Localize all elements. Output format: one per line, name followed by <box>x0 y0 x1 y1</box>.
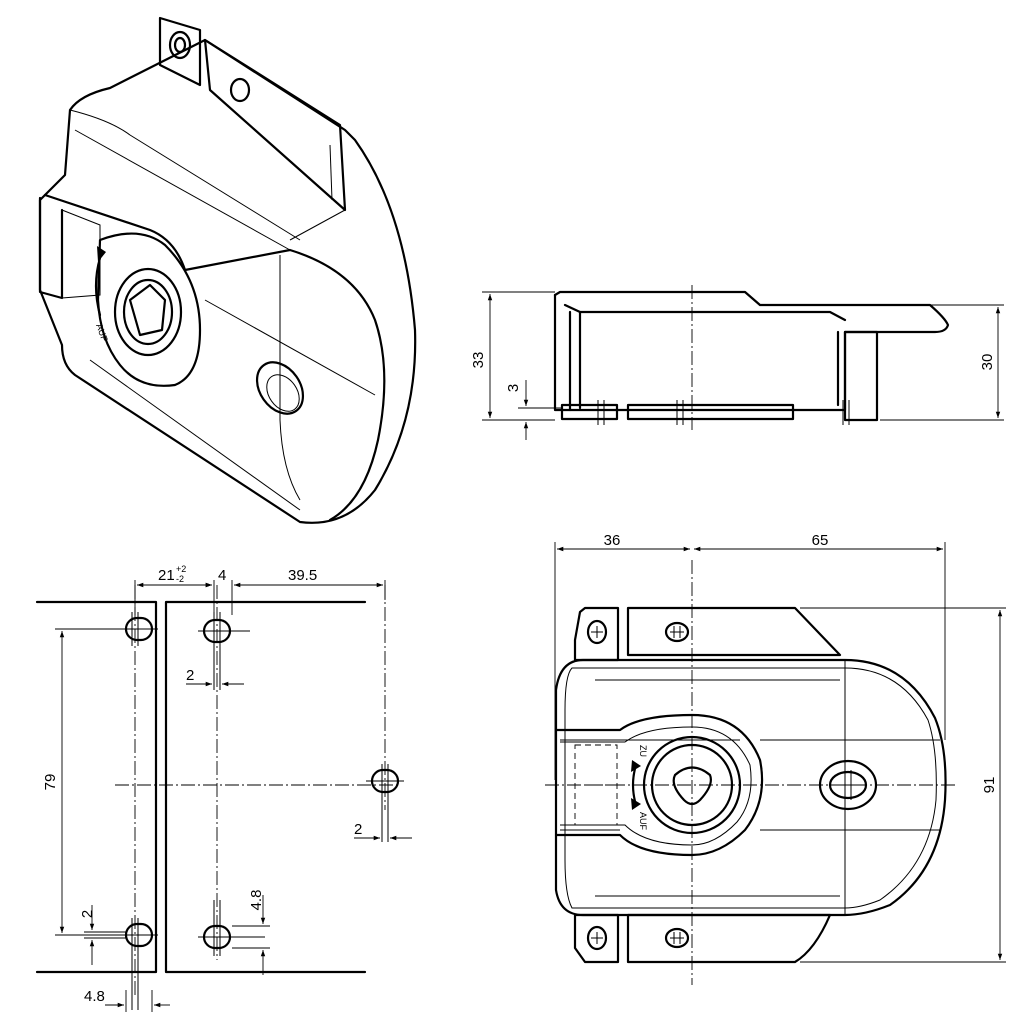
dial-label-down: ZU <box>638 745 648 757</box>
side-view: 33 3 30 <box>470 285 1004 440</box>
slot-bottom-left <box>120 918 158 1010</box>
iso-dial-label: AUF <box>94 322 110 343</box>
dim-front-height: 91 <box>981 777 998 794</box>
dim-slot-len-c: 2 <box>79 910 96 918</box>
isometric-view: AUF <box>38 16 417 524</box>
dim-front-right: 65 <box>812 532 829 549</box>
dim-hole-pitch-tol-upper: +2 <box>176 564 186 574</box>
dim-side-height: 33 <box>470 352 487 369</box>
dim-bottom-width: 4.8 <box>84 988 105 1005</box>
slot-right <box>366 764 404 842</box>
dim-side-foot: 3 <box>505 384 522 392</box>
dim-front-left: 36 <box>604 532 621 549</box>
dim-slot-len-b: 2 <box>354 821 362 838</box>
dim-slot-width: 4 <box>218 567 226 584</box>
dim-hole-pitch-tol-lower: -2 <box>176 574 184 584</box>
dim-hole-height: 4.8 <box>248 890 265 911</box>
dim-side-right: 30 <box>979 354 996 371</box>
dial-label-up: AUF <box>638 812 648 831</box>
slot-top-mid <box>198 612 250 690</box>
dim-slot-len-a: 2 <box>186 667 194 684</box>
dim-hole-pitch: 21 <box>158 567 175 584</box>
dim-hole-spacing: 79 <box>42 774 59 791</box>
slot-bottom-mid <box>198 900 265 956</box>
dim-slot-offset: 39.5 <box>288 567 317 584</box>
slot-top-left <box>120 612 158 646</box>
front-view: ZU AUF 36 65 91 <box>545 532 1006 985</box>
drilling-template: 21 +2 -2 4 39.5 79 2 2 2 4.8 4.8 <box>35 564 412 1012</box>
